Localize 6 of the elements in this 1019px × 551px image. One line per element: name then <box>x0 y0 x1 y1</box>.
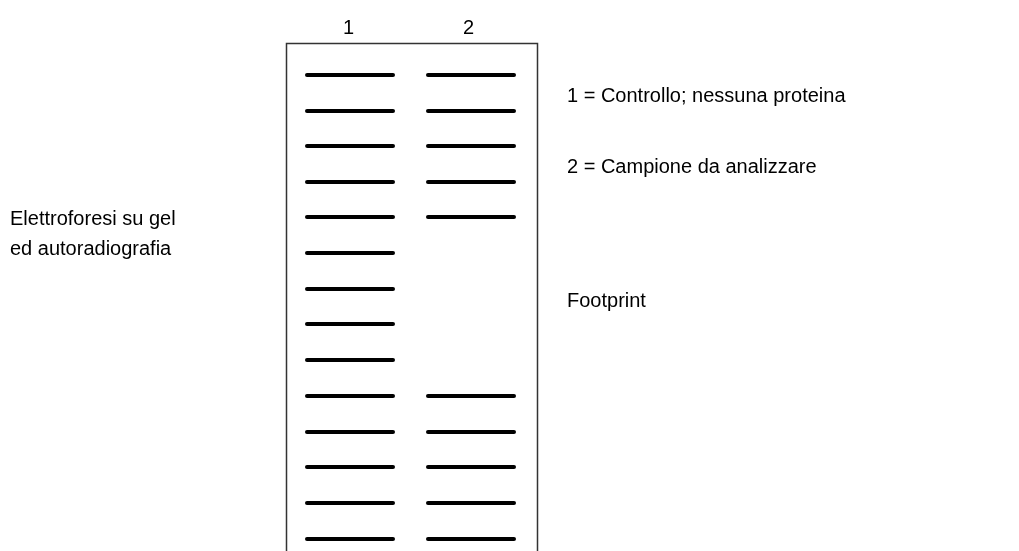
annotation-label: Footprint <box>567 288 646 313</box>
legend-note: 1 = Controllo; nessuna proteina <box>567 83 846 108</box>
lane-number: 2 <box>463 15 475 40</box>
lane-number: 1 <box>343 15 355 40</box>
axis-caption: Elettroforesi su gel ed autoradiografia <box>10 206 177 261</box>
legend-note: 2 = Campione da analizzare <box>567 154 817 179</box>
